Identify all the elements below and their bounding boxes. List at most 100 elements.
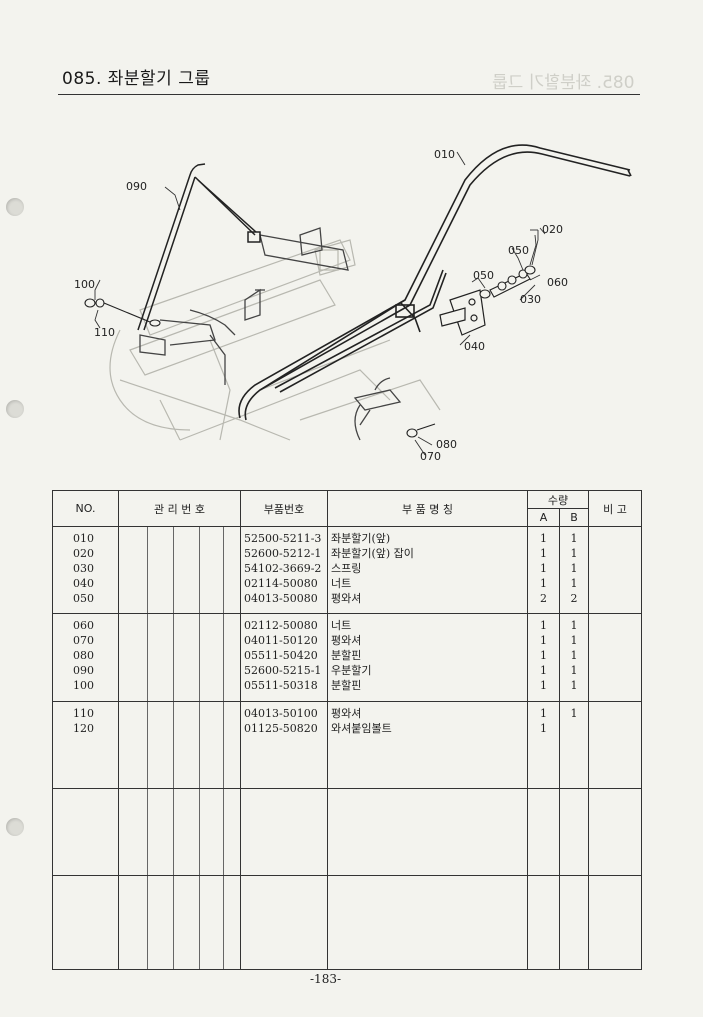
row-part-no: 54102-3669-2 <box>244 562 322 575</box>
row-no: 040 <box>73 577 94 590</box>
divider-010 <box>238 144 632 421</box>
row-part-name: 평와셔 <box>331 634 362 648</box>
row-no: 090 <box>73 664 94 678</box>
row-qty-b: 1 <box>570 664 578 678</box>
pin-070-080 <box>406 423 436 438</box>
row-part-no: 02112-50080 <box>244 619 318 633</box>
row-part-name: 너트 <box>331 619 352 633</box>
table-row-group: 010 020 030 040 050 52500-5211-3 52600-5… <box>52 525 642 614</box>
row-part-no: 04013-50100 <box>244 706 318 720</box>
row-part-name: 우분할기 <box>331 664 372 678</box>
title-rule <box>58 94 640 95</box>
row-part-no: 02114-50080 <box>244 577 318 590</box>
header-remark: 비 고 <box>588 490 642 527</box>
callout-080: 080 <box>436 438 457 451</box>
row-part-no: 04013-50080 <box>244 592 318 605</box>
callout-090: 090 <box>126 180 147 193</box>
row-no: 030 <box>73 562 94 575</box>
header-part-no: 부품번호 <box>240 490 328 527</box>
row-part-name: 좌분할기(앞) <box>331 532 391 545</box>
row-qty-a: 1 <box>540 619 547 633</box>
callout-060: 060 <box>547 276 568 289</box>
row-part-no: 04011-50120 <box>244 634 318 648</box>
row-part-name: 평와셔 <box>331 706 362 720</box>
row-qty-b: 1 <box>570 706 578 720</box>
row-part-name: 분할핀 <box>331 679 362 693</box>
callout-050-top: 050 <box>508 244 529 257</box>
leader-lines <box>94 151 546 456</box>
callout-100: 100 <box>74 278 95 291</box>
header-qty: 수량 <box>527 490 589 509</box>
row-part-no: 52600-5212-1 <box>244 547 322 560</box>
row-part-name: 좌분할기(앞) 잡이 <box>331 547 414 560</box>
row-qty-a: 1 <box>540 706 547 720</box>
row-no: 080 <box>73 649 94 663</box>
row-qty-a: 1 <box>540 532 547 545</box>
row-part-no: 05511-50318 <box>244 679 318 693</box>
row-no: 060 <box>73 619 94 633</box>
remark-cell <box>588 613 642 702</box>
row-part-name: 분할핀 <box>331 649 362 663</box>
bracket-020 <box>439 289 486 336</box>
exploded-parts-diagram: 090 100 110 010 020 050 050 060 030 040 … <box>74 144 632 463</box>
header-no: NO. <box>52 490 119 527</box>
row-qty-b: 1 <box>570 562 578 575</box>
row-qty-a: 1 <box>540 721 547 735</box>
row-no: 070 <box>73 634 94 648</box>
row-qty-b: 1 <box>570 634 578 648</box>
row-no: 120 <box>73 721 94 735</box>
callout-070: 070 <box>420 450 441 463</box>
row-qty-b: 1 <box>570 577 578 590</box>
row-part-name: 스프링 <box>331 562 362 575</box>
rod-090 <box>137 163 261 331</box>
row-qty-b: 1 <box>570 532 578 545</box>
row-qty-a: 2 <box>540 592 547 605</box>
row-no: 010 <box>73 532 94 545</box>
row-no: 100 <box>73 679 94 693</box>
callout-040: 020 <box>542 223 563 236</box>
bleed-through-title: 085. 좌분할기 그룹 <box>492 73 635 93</box>
row-no: 050 <box>73 592 94 605</box>
row-no: 110 <box>73 706 94 720</box>
header-qty-a: A <box>527 508 560 527</box>
table-row-group-empty <box>52 788 642 876</box>
row-part-no: 52600-5215-1 <box>244 664 322 678</box>
callout-020: 040 <box>464 340 485 353</box>
row-qty-a: 1 <box>540 634 547 648</box>
row-part-name: 너트 <box>331 577 352 590</box>
page-number: -183- <box>310 972 342 986</box>
binder-hole <box>6 198 24 216</box>
header-part-name: 부 품 명 칭 <box>327 490 528 527</box>
row-qty-a: 1 <box>540 679 547 693</box>
row-qty-b: 1 <box>570 619 578 633</box>
row-qty-b: 1 <box>570 649 578 663</box>
header-qty-b: B <box>559 508 589 527</box>
callout-050-mid: 050 <box>473 269 494 282</box>
header-management-no: 관 리 번 호 <box>118 490 241 527</box>
row-part-no: 05511-50420 <box>244 649 318 663</box>
table-row-group-empty <box>52 875 642 970</box>
callout-110: 110 <box>94 326 115 339</box>
frame-faint <box>109 239 441 441</box>
row-qty-b: 1 <box>570 679 578 693</box>
binder-hole <box>6 818 24 836</box>
row-no: 020 <box>73 547 94 560</box>
row-part-name: 평와셔 <box>331 592 362 605</box>
management-no-cell <box>118 613 241 702</box>
management-no-cell <box>118 700 241 789</box>
row-qty-b: 2 <box>570 592 578 605</box>
frame-dark <box>139 227 402 441</box>
row-qty-a: 1 <box>540 562 547 575</box>
row-qty-b: 1 <box>570 547 578 560</box>
row-qty-a: 1 <box>540 577 547 590</box>
row-qty-a: 1 <box>540 664 547 678</box>
remark-cell <box>588 700 642 789</box>
callout-010: 010 <box>434 148 455 161</box>
row-qty-a: 1 <box>540 649 547 663</box>
parts-table: NO. 관 리 번 호 부품번호 부 품 명 칭 수량 비 고 A B 010 … <box>52 490 642 970</box>
row-part-no: 01125-50820 <box>244 721 318 735</box>
row-part-no: 52500-5211-3 <box>244 532 322 545</box>
row-qty-a: 1 <box>540 547 547 560</box>
hardware-stack <box>479 265 536 299</box>
